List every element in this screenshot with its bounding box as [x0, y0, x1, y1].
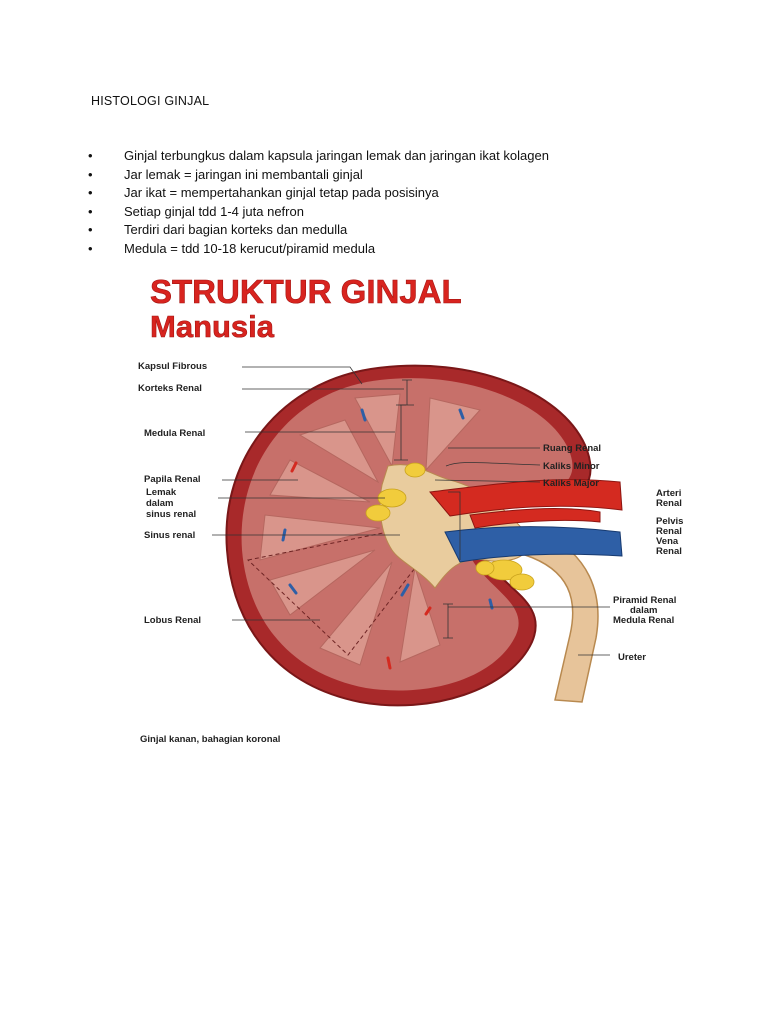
bullet-text: Terdiri dari bagian korteks dan medulla: [124, 222, 348, 237]
ureter-shape: [523, 531, 599, 703]
label-lemak: Lemak: [146, 487, 177, 498]
leader-lines-left: [212, 366, 404, 621]
label-sinus-renal: Sinus renal: [144, 530, 195, 541]
label-vena: Vena: [656, 536, 679, 547]
bullet-symbol: •: [88, 185, 93, 200]
bullet-text: Jar ikat = mempertahankan ginjal tetap p…: [124, 185, 439, 200]
label-ureter: Ureter: [618, 652, 646, 663]
figure-caption: Ginjal kanan, bahagian koronal: [140, 734, 280, 745]
bullet-text: Setiap ginjal tdd 1-4 juta nefron: [124, 203, 304, 219]
bullet-symbol: •: [88, 166, 93, 182]
label-dalam: dalam: [146, 498, 173, 509]
label-korteks-renal: Korteks Renal: [138, 383, 202, 394]
pyramid: [319, 561, 393, 666]
label-arteri-renal: Renal: [656, 498, 682, 509]
bullet-text: Ginjal terbungkus dalam kapsula jaringan…: [124, 148, 549, 163]
label-medula-renal: Medula Renal: [144, 428, 205, 439]
kidney-figure: STRUKTUR GINJAL Manusia: [130, 270, 710, 750]
label-vena-renal: Renal: [656, 546, 682, 557]
pyramid: [269, 549, 376, 616]
pyramid: [269, 459, 371, 503]
page-title: HISTOLOGI GINJAL: [91, 94, 210, 108]
bullet-symbol: •: [88, 222, 93, 237]
leader-lines-right: [434, 447, 610, 656]
label-papila-renal: Papila Renal: [144, 474, 201, 485]
bullet-symbol: •: [88, 148, 93, 163]
renal-vein-shape: [444, 526, 623, 563]
label-kapsul-fibrous: Kapsul Fibrous: [138, 361, 207, 372]
label-lobus-renal: Lobus Renal: [144, 615, 201, 626]
brackets: [394, 379, 453, 639]
label-arteri: Arteri: [656, 488, 681, 499]
pyramid: [298, 419, 380, 484]
renal-artery-branch: [469, 508, 601, 529]
bullet-list: • Ginjal terbungkus dalam kapsula jaringa…: [88, 147, 549, 258]
label-kaliks-major: Kaliks Major: [543, 478, 599, 489]
bullet-text: Jar lemak = jaringan ini membantali ginj…: [124, 166, 363, 182]
pyramid: [425, 397, 481, 472]
list-item: • Jar ikat = mempertahankan ginjal tetap …: [88, 184, 549, 203]
label-piramid-renal: Piramid Renal: [613, 595, 676, 606]
label-sinus-renal-fat: sinus renal: [146, 509, 196, 520]
label-piramid-medula: Medula Renal: [613, 615, 674, 626]
list-item: • Medula = tdd 10-18 kerucut/piramid medu…: [88, 240, 549, 259]
label-piramid-dalam: dalam: [630, 605, 657, 616]
label-pelvis-renal: Renal: [656, 526, 682, 537]
label-pelvis: Pelvis: [656, 516, 683, 527]
pyramids: [259, 393, 481, 666]
list-item: • Setiap ginjal tdd 1-4 juta nefron: [88, 203, 549, 222]
label-kaliks-minor: Kaliks Minor: [543, 461, 600, 472]
figure-title: STRUKTUR GINJAL: [150, 273, 462, 310]
sinus-fat: [365, 462, 535, 591]
bullet-symbol: •: [88, 203, 93, 219]
pyramid: [259, 514, 381, 561]
label-ruang-renal: Ruang Renal: [543, 443, 601, 454]
bullet-symbol: •: [88, 240, 93, 256]
figure-subtitle: Manusia: [150, 309, 275, 344]
list-item: • Ginjal terbungkus dalam kapsula jaringa…: [88, 147, 549, 166]
kidney-diagram: STRUKTUR GINJAL Manusia: [138, 273, 683, 745]
renal-lobe-outline: [246, 531, 416, 656]
list-item: • Terdiri dari bagian korteks dan medulla: [88, 221, 549, 240]
pyramid: [399, 567, 441, 663]
bullet-text: Medula = tdd 10-18 kerucut/piramid medul…: [124, 240, 376, 256]
renal-artery-shape: [429, 479, 623, 517]
list-item: • Jar lemak = jaringan ini membantali gin…: [88, 166, 549, 185]
